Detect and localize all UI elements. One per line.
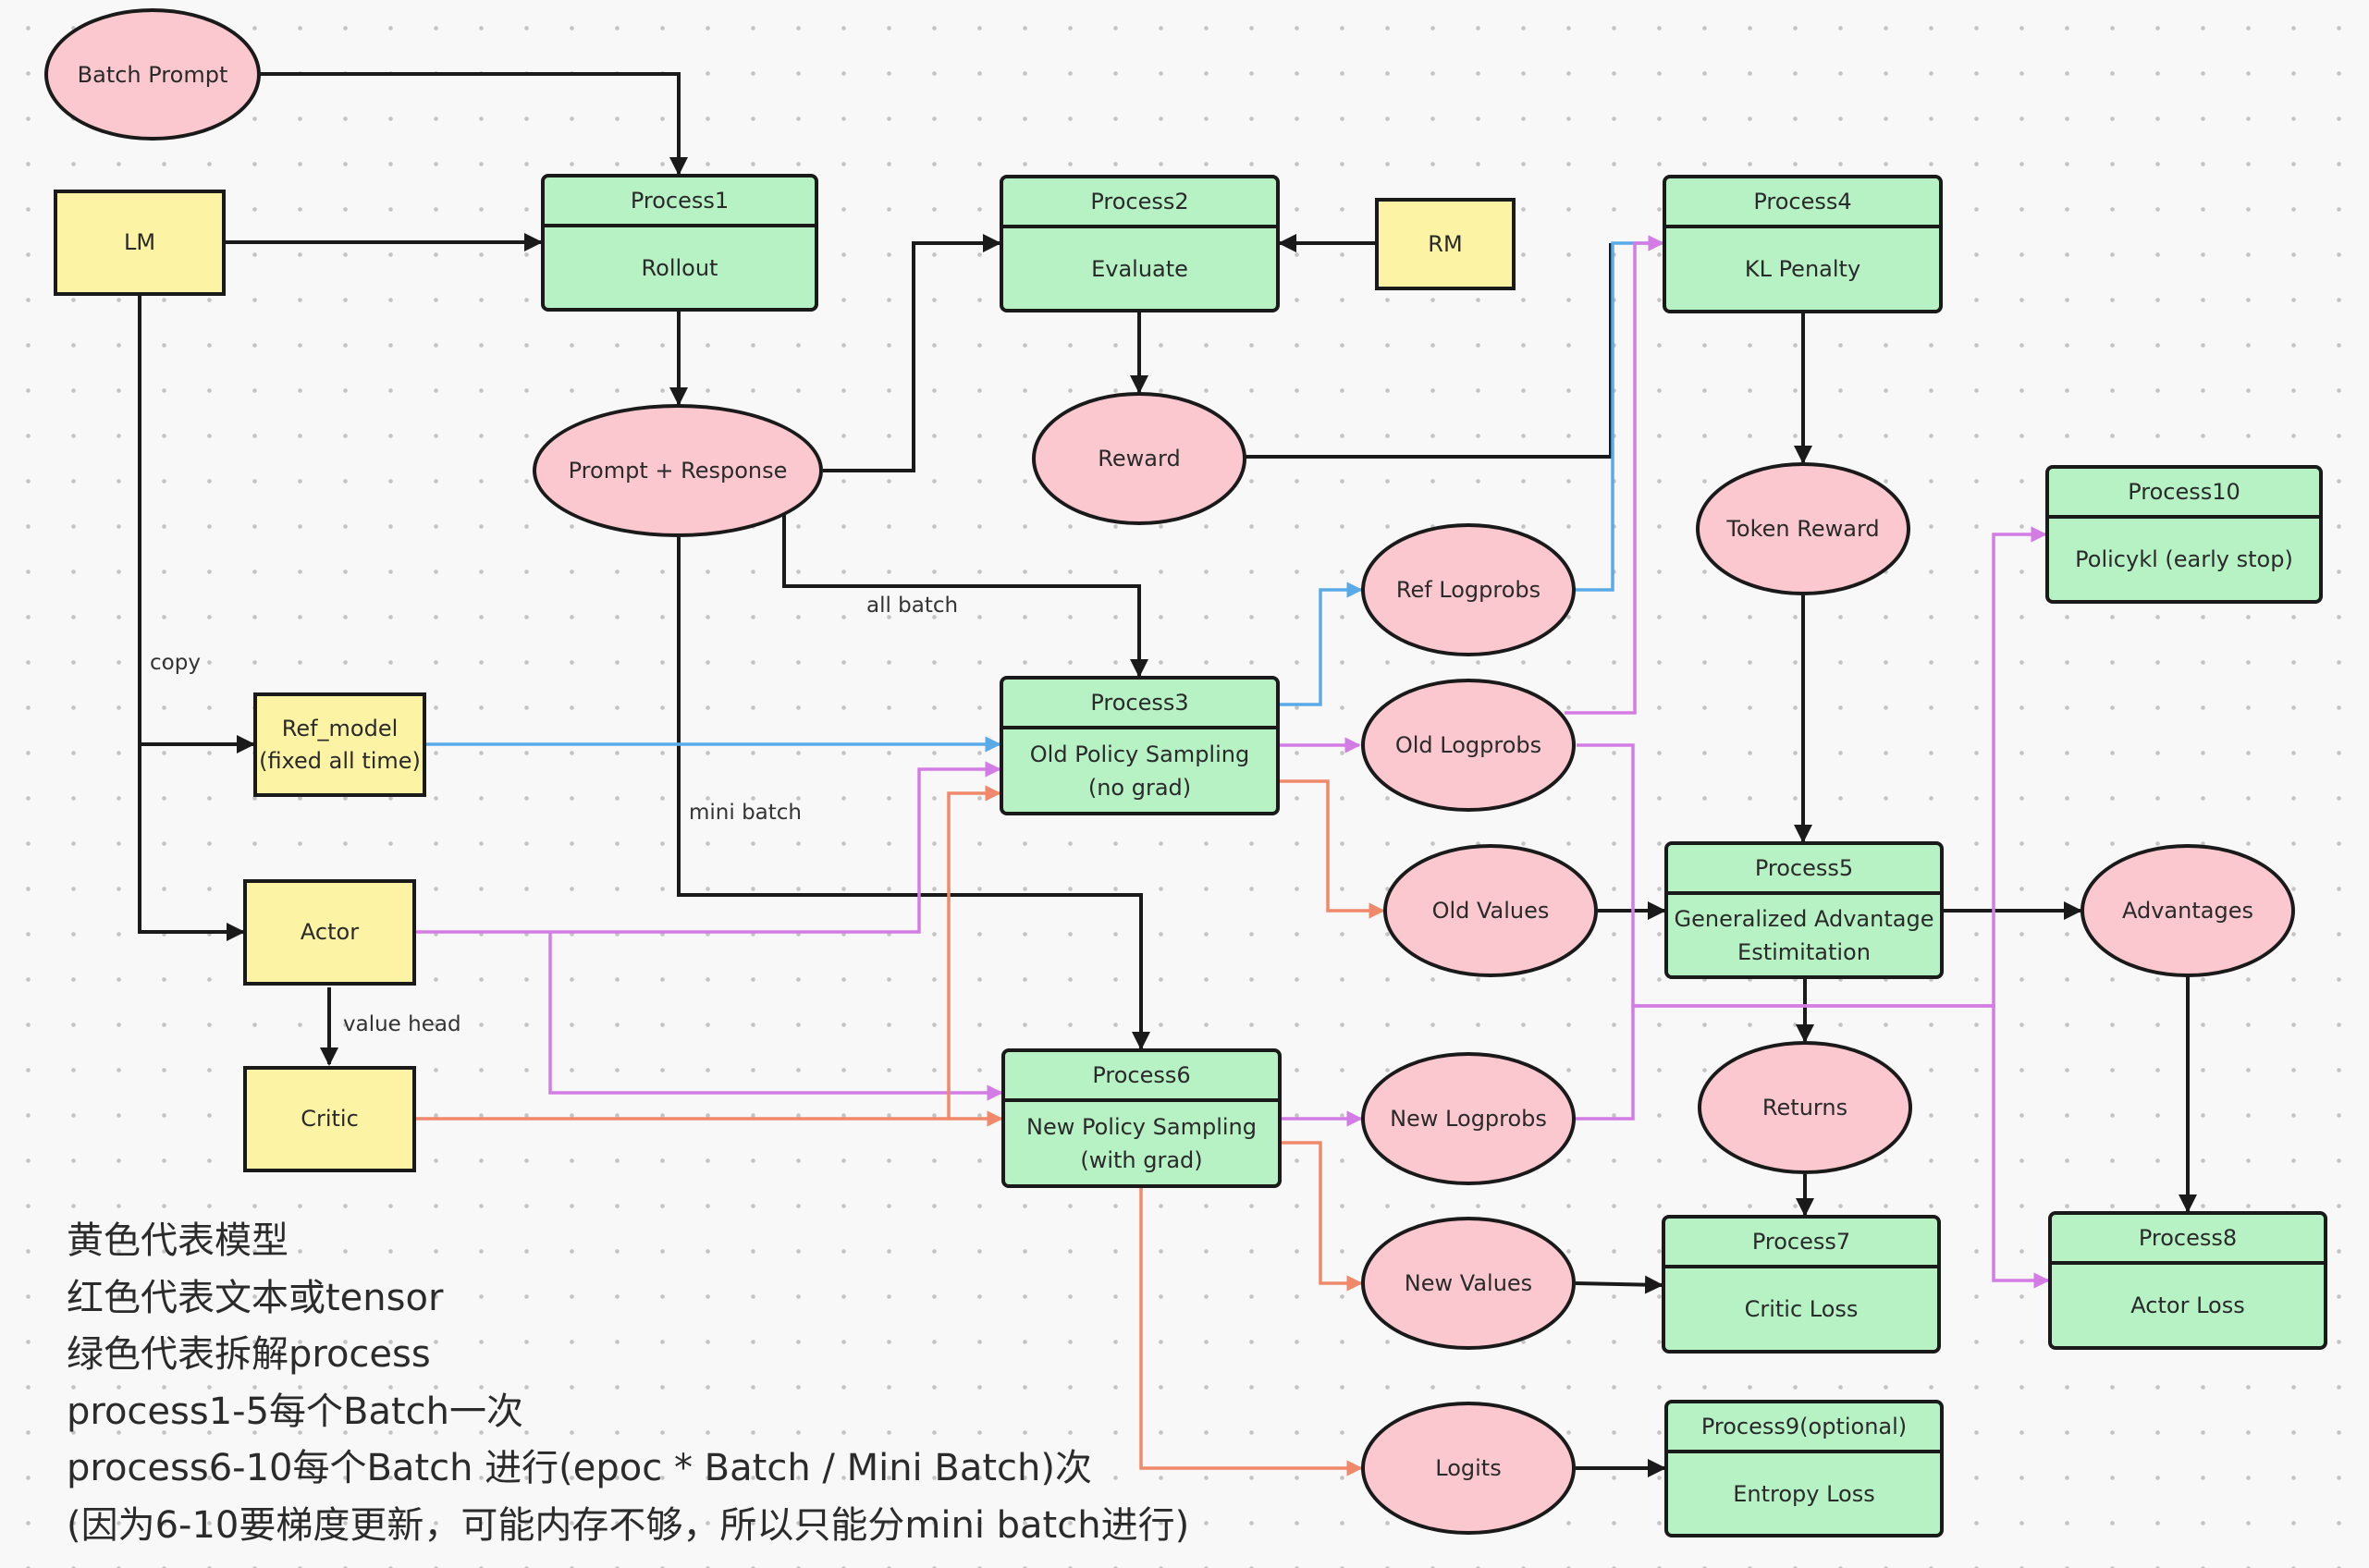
batch-prompt-node: Batch Prompt: [44, 8, 261, 141]
process7-node: Process7 Critic Loss: [1662, 1215, 1941, 1354]
edge-process3-oldvalues: [1280, 779, 1385, 919]
returns-node: Returns: [1698, 1041, 1912, 1174]
legend-note-red: 红色代表文本或tensor: [67, 1276, 444, 1319]
batch-prompt-label: Batch Prompt: [77, 61, 228, 88]
edge-label-copy: copy: [150, 651, 201, 675]
edge-process6-logits: [1139, 1188, 1363, 1476]
edge-reflogprobs-process4: [1576, 235, 1664, 592]
advantages-label: Advantages: [2122, 898, 2253, 924]
old-values-label: Old Values: [1431, 898, 1550, 924]
token-reward-node: Token Reward: [1696, 462, 1910, 595]
rm-model-node: RM: [1375, 198, 1516, 290]
process1-header: Process1: [545, 178, 815, 227]
process4-node: Process4 KL Penalty: [1663, 175, 1943, 313]
old-logprobs-label: Old Logprobs: [1394, 732, 1542, 758]
new-values-node: New Values: [1361, 1217, 1576, 1350]
edge-label-mini-batch: mini batch: [689, 801, 803, 825]
returns-label: Returns: [1761, 1095, 1848, 1121]
legend-note-green: 绿色代表拆解process: [67, 1333, 431, 1376]
new-values-label: New Values: [1404, 1270, 1533, 1296]
edge-process6-newvalues: [1282, 1141, 1363, 1292]
edge-minibatch-process6: [677, 537, 1150, 1050]
logits-node: Logits: [1361, 1402, 1576, 1535]
edge-newlogprobs-process8: [1576, 1004, 2050, 1289]
edge-process3-reflogprobs: [1280, 582, 1363, 706]
process6-body: New Policy Sampling (with grad): [1026, 1113, 1257, 1173]
edge-critic-process3: [947, 785, 1001, 1119]
process4-body: KL Penalty: [1744, 256, 1861, 282]
process7-header: Process7: [1665, 1219, 1937, 1268]
process8-header: Process8: [2052, 1215, 2324, 1265]
edge-actor-process6: [548, 932, 1003, 1101]
lm-model-node: LM: [54, 190, 226, 296]
process5-body: Generalized Advantage Estimitation: [1674, 905, 1934, 965]
legend-notes: 黄色代表模型 红色代表文本或tensor 绿色代表拆解process proce…: [67, 1213, 1189, 1554]
old-logprobs-node: Old Logprobs: [1361, 679, 1576, 812]
critic-label: Critic: [301, 1106, 359, 1132]
process5-node: Process5 Generalized Advantage Estimitat…: [1664, 841, 1944, 979]
edge-actor-process3: [416, 761, 1001, 934]
edge-lm-actor: [138, 296, 245, 941]
legend-note-process6-10: process6-10每个Batch 进行(epoc * Batch / Min…: [67, 1447, 1092, 1489]
actor-model-node: Actor: [243, 879, 416, 986]
lm-label: LM: [123, 229, 156, 255]
process2-node: Process2 Evaluate: [1000, 175, 1280, 312]
rm-label: RM: [1428, 230, 1463, 257]
actor-label: Actor: [300, 919, 360, 945]
ref-model-node: Ref_model (fixed all time): [253, 692, 426, 797]
process10-node: Process10 Policykl (early stop): [2045, 465, 2323, 604]
new-logprobs-node: New Logprobs: [1361, 1052, 1576, 1185]
logits-label: Logits: [1435, 1455, 1502, 1481]
process9-body: Entropy Loss: [1733, 1480, 1875, 1507]
process8-node: Process8 Actor Loss: [2048, 1211, 2327, 1350]
process6-node: Process6 New Policy Sampling (with grad): [1001, 1048, 1282, 1188]
critic-model-node: Critic: [243, 1066, 416, 1172]
legend-note-process1-5: process1-5每个Batch一次: [67, 1390, 524, 1433]
new-logprobs-label: New Logprobs: [1390, 1106, 1547, 1132]
edge-label-all-batch: all batch: [866, 594, 959, 618]
process1-node: Process1 Rollout: [541, 174, 818, 312]
process7-body: Critic Loss: [1744, 1296, 1859, 1322]
process10-header: Process10: [2049, 469, 2319, 519]
process9-node: Process9(optional) Entropy Loss: [1664, 1400, 1944, 1537]
process9-header: Process9(optional): [1668, 1403, 1940, 1453]
token-reward-label: Token Reward: [1726, 516, 1880, 542]
process8-body: Actor Loss: [2130, 1292, 2245, 1318]
edge-batchprompt-process1: [261, 72, 688, 176]
process6-header: Process6: [1005, 1052, 1278, 1102]
advantages-node: Advantages: [2081, 844, 2295, 977]
process3-node: Process3 Old Policy Sampling (no grad): [1000, 676, 1280, 815]
process1-body: Rollout: [641, 254, 718, 281]
edge-promptresponse-process2: [823, 234, 1001, 472]
prompt-response-label: Prompt + Response: [568, 458, 788, 484]
process10-body: Policykl (early stop): [2075, 546, 2293, 572]
old-values-node: Old Values: [1383, 844, 1598, 977]
reward-label: Reward: [1098, 446, 1181, 472]
legend-note-mini-batch-reason: (因为6-10要梯度更新，可能内存不够，所以只能分mini batch进行): [67, 1503, 1190, 1547]
process2-body: Evaluate: [1091, 255, 1188, 282]
edge-label-value-head: value head: [343, 1012, 461, 1036]
process5-header: Process5: [1668, 845, 1940, 895]
edge-reward-to-kl: [1245, 243, 1613, 459]
edge-newvalues-process7: [1575, 1275, 1663, 1294]
process3-header: Process3: [1003, 680, 1276, 729]
ref-logprobs-label: Ref Logprobs: [1395, 577, 1541, 603]
edge-allbatch-process3: [782, 509, 1148, 678]
ref-model-label: Ref_model (fixed all time): [259, 715, 421, 774]
ref-logprobs-node: Ref Logprobs: [1361, 523, 1576, 656]
process3-body: Old Policy Sampling (no grad): [1029, 741, 1250, 801]
legend-note-yellow: 黄色代表模型: [67, 1219, 288, 1262]
process4-header: Process4: [1666, 178, 1939, 228]
prompt-response-node: Prompt + Response: [533, 404, 823, 537]
reward-node: Reward: [1032, 392, 1246, 525]
edge-oldlogprobs-process4: [1565, 235, 1664, 715]
process2-header: Process2: [1003, 178, 1276, 228]
